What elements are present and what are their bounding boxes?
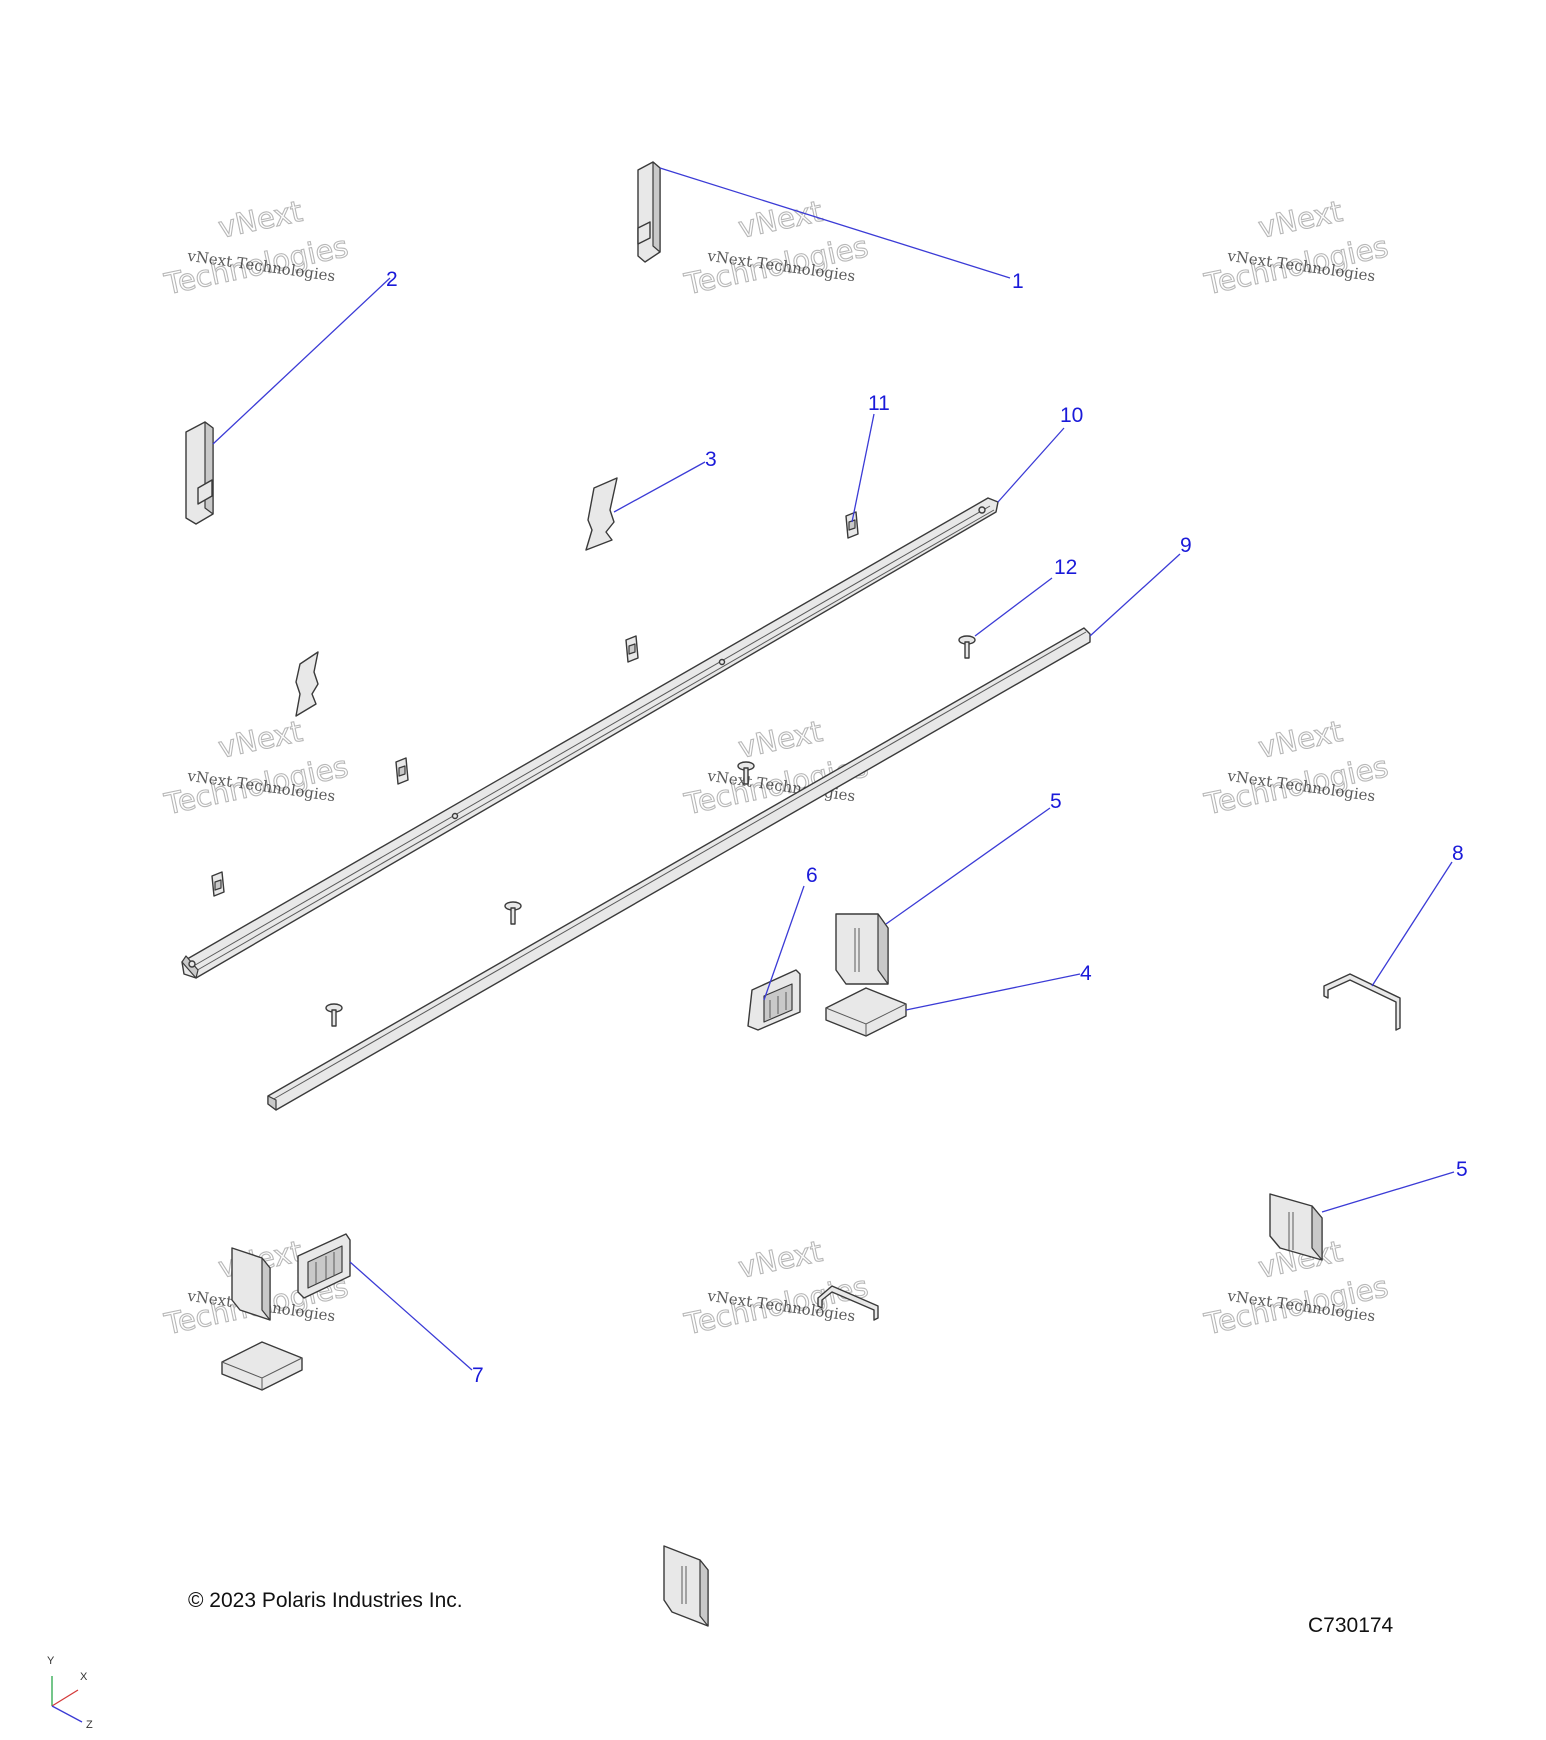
part-2-block (185, 421, 214, 525)
axis-label-x: X (80, 1671, 88, 1683)
leader-line-4 (905, 973, 1081, 1011)
part-9-square-rail (267, 627, 1091, 1111)
watermark-text-2: vNext (215, 714, 305, 765)
callout-4: 4 (1080, 962, 1092, 985)
leader-line-10 (997, 427, 1065, 503)
callout-10: 10 (1060, 404, 1083, 427)
callout-1: 1 (1012, 270, 1024, 293)
leader-line-5 (885, 807, 1051, 925)
part-11-clip-copy (211, 871, 225, 897)
leader-line-1 (659, 167, 1011, 279)
axis-label-y: Y (47, 1655, 55, 1667)
part-5-pad-copy (1269, 1193, 1323, 1261)
callout-12: 12 (1054, 556, 1077, 579)
callout-3: 3 (705, 448, 717, 471)
callout-6: 6 (806, 864, 818, 887)
watermark-top-right: vNext Technologies vNext Technologies (1200, 193, 1391, 302)
part-8-u-bracket (1323, 973, 1401, 1031)
callout-2: 2 (386, 268, 398, 291)
part-4-flat-pad-copy (221, 1341, 303, 1391)
axis-triad: Y X Z (47, 1655, 93, 1731)
callout-9: 9 (1180, 534, 1192, 557)
diagram-code: C730174 (1308, 1614, 1394, 1637)
callout-11: 11 (868, 392, 890, 415)
axis-label-z: Z (86, 1719, 93, 1731)
part-12-screw-copy (737, 761, 755, 785)
copyright-notice: © 2023 Polaris Industries Inc. (188, 1589, 463, 1612)
leader-line-12 (974, 577, 1053, 637)
leader-line-6 (763, 885, 805, 1001)
part-7-bracket (297, 1233, 351, 1299)
part-12-screw-copy (504, 901, 522, 925)
part-8-u-bracket-copy (817, 1285, 879, 1321)
part-11-clip-copy (625, 635, 639, 663)
part-6-bracket (747, 969, 801, 1031)
callout-5-b: 5 (1456, 1158, 1468, 1181)
part-12-screw-copy (325, 1003, 343, 1027)
part-5-pad-copy (663, 1545, 709, 1627)
part-12-screw (958, 635, 976, 659)
watermark-top-left: vNext Technologies vNext Technologies (160, 193, 351, 302)
leader-line-5-b (1321, 1171, 1455, 1213)
part-3-plate-copy (295, 651, 319, 717)
watermark-text-2: vNext (1255, 194, 1345, 245)
leader-line-11 (851, 413, 875, 523)
callout-7: 7 (472, 1364, 484, 1387)
watermark-mid-left: vNext Technologies vNext Technologies (160, 713, 351, 822)
part-3-plate (585, 477, 618, 551)
watermark-text-2: vNext (735, 194, 825, 245)
part-4-flat-pad (825, 987, 907, 1037)
leader-line-8 (1371, 861, 1453, 987)
watermark-text-2: vNext (215, 194, 305, 245)
callout-8: 8 (1452, 842, 1464, 865)
watermark-text-2: vNext (735, 714, 825, 765)
leader-line-2 (212, 277, 391, 445)
watermark-top-center: vNext Technologies vNext Technologies (680, 193, 871, 302)
part-11-clip-copy (395, 757, 409, 785)
watermark-text-2: vNext (1255, 714, 1345, 765)
leader-line-7 (349, 1261, 473, 1371)
watermark-mid-right: vNext Technologies vNext Technologies (1200, 713, 1391, 822)
callout-5: 5 (1050, 790, 1062, 813)
leader-line-3 (613, 461, 706, 513)
watermark-text-2: vNext (735, 1234, 825, 1285)
part-7-block (231, 1247, 271, 1321)
part-1-block (637, 161, 661, 263)
part-11-clip (845, 511, 859, 539)
leader-line-9 (1089, 553, 1181, 637)
part-5-pad (835, 913, 889, 985)
part-10-channel-rail (181, 497, 999, 979)
